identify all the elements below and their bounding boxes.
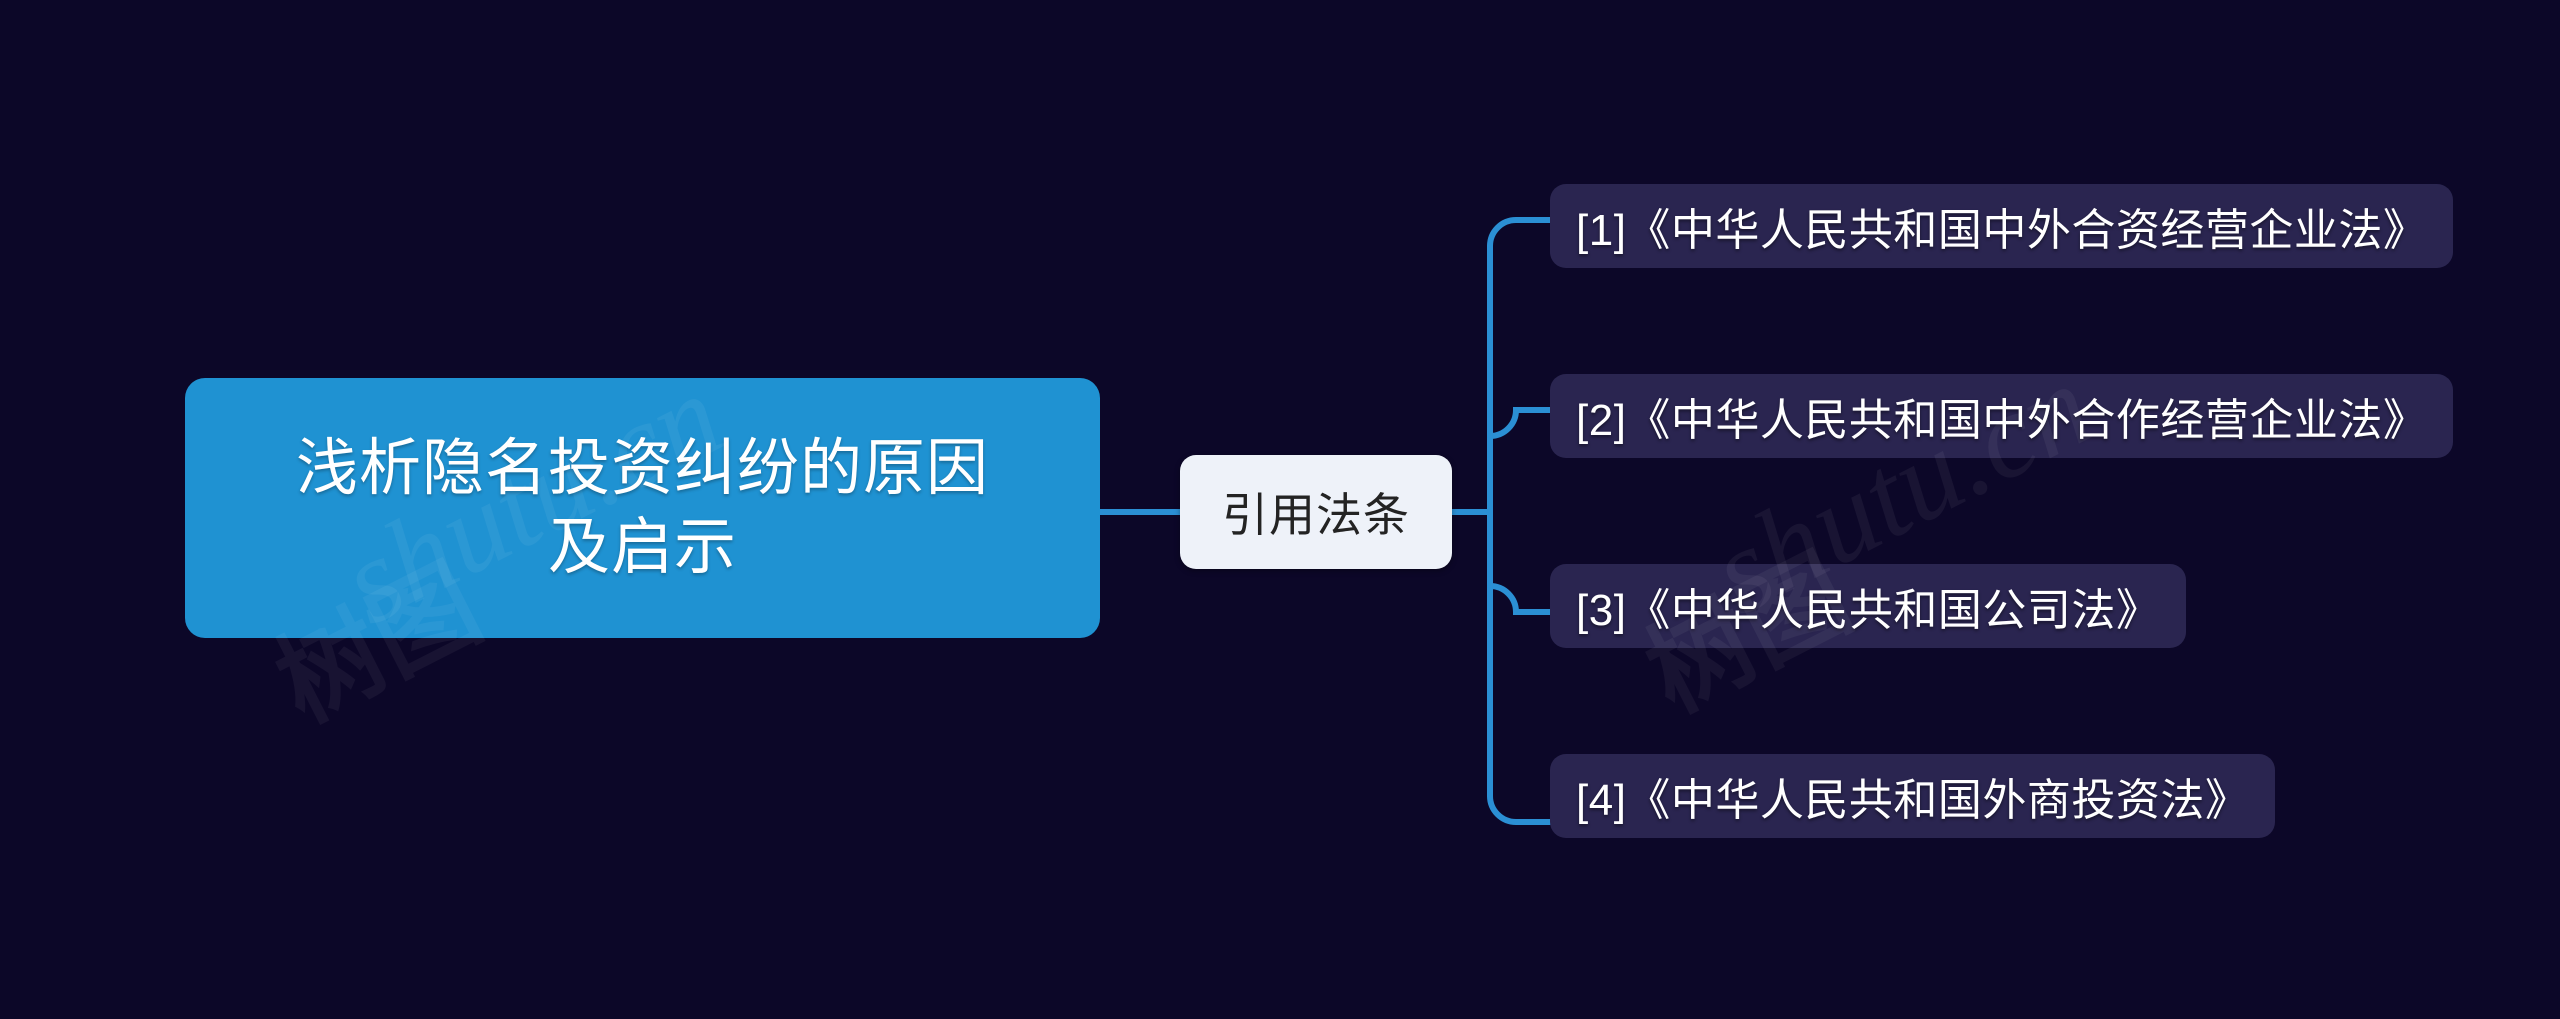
- link-trunk-to-leaf-2: [1487, 407, 1553, 439]
- root-node-label-line2: 及启示: [547, 513, 737, 582]
- leaf-node-2[interactable]: [2]《中华人民共和国中外合作经营企业法》: [1550, 374, 2454, 458]
- link-trunk-to-leaf-4: [1487, 767, 1553, 825]
- leaf-node-label: [4]《中华人民共和国外商投资法》: [1576, 776, 2250, 825]
- leaf-node-1[interactable]: [1]《中华人民共和国中外合资经营企业法》: [1550, 184, 2454, 268]
- root-node-label-line1: 浅析隐名投资纠纷的原因: [295, 433, 989, 503]
- leaf-node-label: [2]《中华人民共和国中外合作经营企业法》: [1576, 396, 2428, 445]
- link-trunk-to-leaf-3: [1487, 583, 1553, 615]
- branch-node-label: 引用法条: [1222, 489, 1410, 541]
- link-trunk-to-leaf-1: [1487, 217, 1553, 275]
- root-node[interactable]: 浅析隐名投资纠纷的原因 及启示: [185, 378, 1100, 638]
- branch-node-cited-laws[interactable]: 引用法条: [1180, 455, 1452, 569]
- leaf-node-4[interactable]: [4]《中华人民共和国外商投资法》: [1550, 754, 2276, 838]
- leaf-node-label: [1]《中华人民共和国中外合资经营企业法》: [1576, 206, 2428, 255]
- leaf-node-3[interactable]: [3]《中华人民共和国公司法》: [1550, 564, 2187, 648]
- leaf-node-label: [3]《中华人民共和国公司法》: [1576, 586, 2161, 635]
